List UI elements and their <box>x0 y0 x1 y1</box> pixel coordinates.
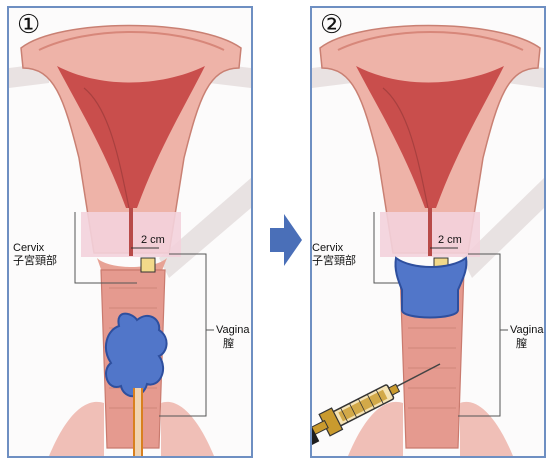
vagina-label: Vagina <box>216 324 249 336</box>
right-arrow-icon <box>270 210 302 270</box>
step-number: ① <box>17 12 40 38</box>
syringe-icon <box>312 8 544 456</box>
tumor-mass <box>9 8 251 456</box>
vagina-label: Vagina <box>510 324 543 336</box>
panel-step-2: ② Cervix 子宮頸部 2 cm Vagina 膣 <box>310 6 546 458</box>
cervix-label-zh: 子宮頸部 <box>312 255 356 267</box>
cervix-label: Cervix <box>13 242 44 254</box>
distance-label: 2 cm <box>141 234 165 246</box>
vagina-label-zh: 膣 <box>223 338 234 350</box>
vagina-label-zh: 膣 <box>516 338 527 350</box>
panel-step-1: ① Cervix 子宮頸部 2 cm Vagina 膣 <box>7 6 253 458</box>
step-number: ② <box>320 12 343 38</box>
cervix-label: Cervix <box>312 242 343 254</box>
cervix-label-zh: 子宮頸部 <box>13 255 57 267</box>
distance-label: 2 cm <box>438 234 462 246</box>
